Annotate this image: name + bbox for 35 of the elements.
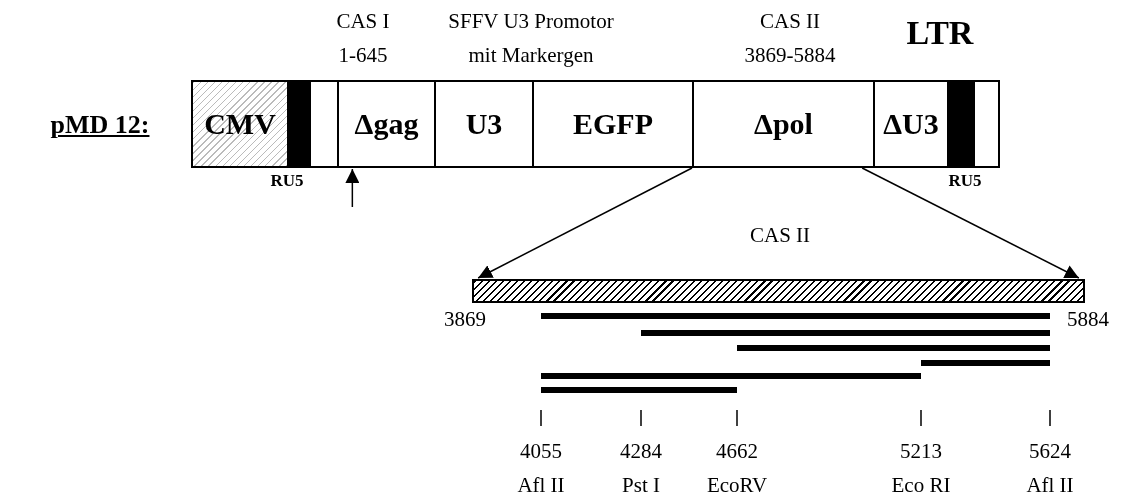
plasmid-name: pMD 12: — [49, 109, 151, 141]
annotation-text: RU5 — [269, 170, 305, 192]
gene-segment: U3 — [434, 80, 534, 168]
fragment-bar — [541, 387, 737, 393]
spacer-segment — [973, 80, 1000, 168]
spacer-segment — [309, 80, 339, 168]
fragment-bar — [737, 345, 1050, 351]
gene-segment: Δpol — [692, 80, 875, 168]
sequence-bar — [472, 279, 1085, 303]
annotation-text: RU5 — [947, 170, 983, 192]
arrow — [345, 168, 360, 208]
region-label: SFFV U3 Promotor mit Markergen — [447, 8, 615, 69]
annotation-text: CAS II 3869-5884 — [743, 8, 837, 69]
annotation-text: CAS I 1-645 — [335, 8, 391, 69]
gene-segment: Δgag — [337, 80, 436, 168]
annotation-text: 3869 — [443, 306, 487, 333]
gene-segment: ΔU3 — [873, 80, 949, 168]
fragment-bar — [921, 360, 1050, 366]
fragment-bar — [541, 373, 921, 379]
repeat-segment — [287, 80, 311, 168]
promoter-segment: CMV — [191, 80, 289, 168]
fragment-bar — [541, 313, 1050, 319]
annotation-text: CAS II — [748, 222, 812, 249]
region-label: LTR — [905, 16, 975, 50]
site-label: 4055 Afl II — [516, 438, 566, 499]
repeat-segment — [947, 80, 975, 168]
site-label: 4662 EcoRV — [705, 438, 769, 499]
site-label: 5213 Eco RI — [890, 438, 952, 499]
arrow — [477, 167, 693, 279]
site-label: 5624 Afl II — [1025, 438, 1075, 499]
site-label: 4284 Pst I — [619, 438, 663, 499]
annotation-text: 5884 — [1066, 306, 1110, 333]
gene-segment: EGFP — [532, 80, 694, 168]
fragment-bar — [641, 330, 1050, 336]
arrow — [861, 167, 1080, 279]
